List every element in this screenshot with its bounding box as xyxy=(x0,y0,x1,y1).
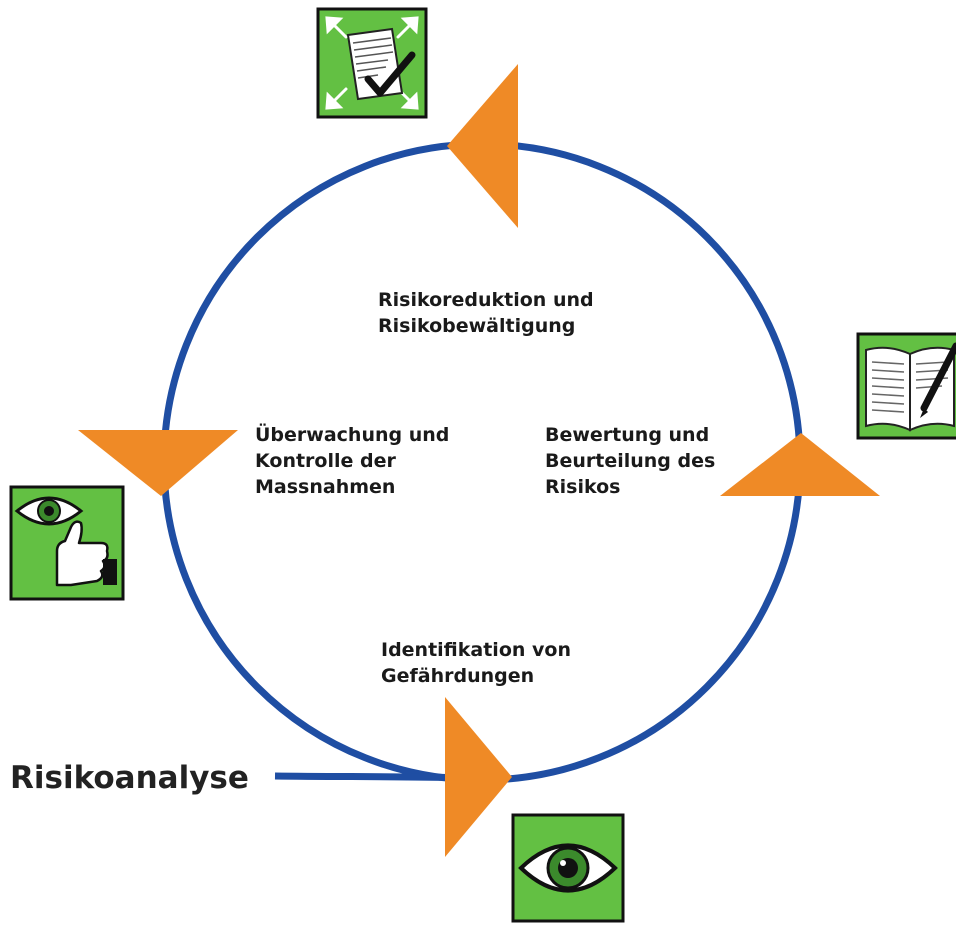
book-pen-icon xyxy=(856,332,956,440)
arrow-left xyxy=(78,430,238,496)
step-label-reduction: Risikoreduktion und Risikobewältigung xyxy=(378,289,600,337)
step-label-evaluation: Bewertung und Beurteilung des Risikos xyxy=(545,424,722,498)
step-label-identification: Identifikation von Gefährdungen xyxy=(381,639,578,687)
document-check-icon xyxy=(316,7,428,119)
eye-icon xyxy=(511,813,625,923)
step-label-monitoring: Überwachung und Kontrolle der Massnahmen xyxy=(255,422,456,498)
eye-thumbs-up-icon xyxy=(9,485,125,601)
entry-line xyxy=(274,772,471,782)
arrow-bottom xyxy=(445,697,512,857)
entry-label: Risikoanalyse xyxy=(10,760,249,796)
arrow-right xyxy=(720,433,880,496)
arrow-top xyxy=(447,64,518,228)
